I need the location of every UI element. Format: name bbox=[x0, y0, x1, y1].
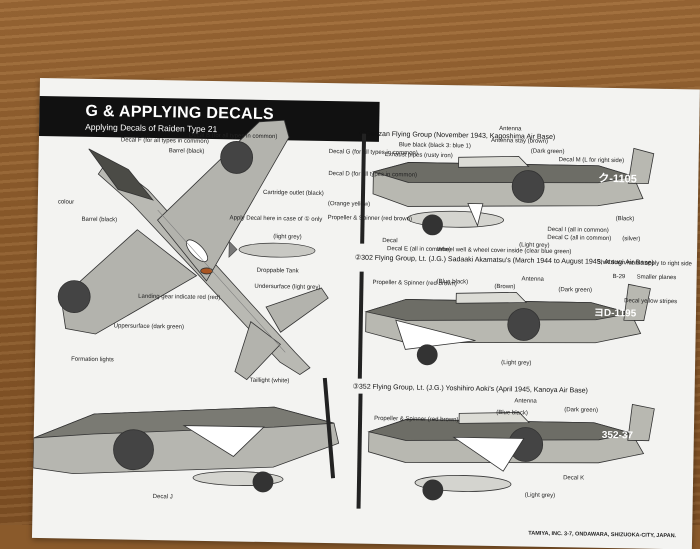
label-formation-lights: Formation lights bbox=[71, 357, 114, 364]
s1-antenna: Antenna bbox=[499, 126, 522, 132]
s1-decal-d: Decal D (for all types in common) bbox=[328, 171, 417, 179]
decal-diagram: Decal B (for all types in common) Decal … bbox=[32, 119, 693, 509]
s2-propeller: Propeller & Spinner (red brown) bbox=[372, 280, 456, 287]
profile-3-plane bbox=[356, 393, 655, 509]
s3-dark-green: (Dark green) bbox=[564, 407, 598, 414]
s1-black: (Black) bbox=[616, 216, 635, 222]
label-landing-gear: Landing gear indicate red (red) bbox=[138, 294, 220, 301]
s1-decal: Decal bbox=[382, 238, 397, 244]
s1-decal-e: Decal E (all in common) bbox=[387, 246, 451, 253]
label-light-grey: (light grey) bbox=[273, 234, 301, 240]
tail-code-1: ク-1105 bbox=[598, 172, 637, 186]
label-decal-b: Decal B (for all types in common) bbox=[189, 133, 277, 141]
s2-shot-down: Shot down marks apply to right side bbox=[597, 260, 693, 268]
s3-propeller: Propeller & Spinner (red brown) bbox=[374, 416, 458, 423]
section-3-title: ③352 Flying Group, Lt. (J.G.) Yoshihiro … bbox=[353, 383, 588, 395]
label-undersurface: Undersurface (light grey) bbox=[254, 284, 320, 291]
s3-light-grey: (Light grey) bbox=[525, 493, 555, 500]
s1-wheel-well: Wheel well & wheel cover inside (clear b… bbox=[437, 247, 571, 255]
s1-dark-green: (Dark green) bbox=[531, 149, 565, 156]
droppable-tank bbox=[228, 240, 316, 258]
label-cartridge: Cartridge outlet (black) bbox=[263, 190, 324, 197]
s2-brown: (Brown) bbox=[494, 284, 515, 290]
section-1-title: ①Genzan Flying Group (November 1943, Kag… bbox=[359, 130, 555, 141]
s3-antenna: Antenna bbox=[514, 398, 537, 404]
instruction-sheet: G & APPLYING DECALS Applying Decals of R… bbox=[31, 78, 700, 549]
s1-decal-g: Decal G (for all types in common) bbox=[329, 149, 418, 157]
s2-antenna: Antenna bbox=[522, 276, 545, 282]
side-view-plane-bottom-left bbox=[32, 377, 340, 493]
s2-yellow-stripes: Decal yellow stripes bbox=[624, 298, 677, 305]
hinomaru-lower-wing bbox=[57, 280, 91, 314]
s1-silver: (silver) bbox=[622, 236, 640, 242]
s1-decal-m: Decal M (L for right side) bbox=[559, 157, 625, 164]
s1-blue-black: Blue black (black 3: blue 1) bbox=[399, 142, 471, 149]
label-colour: colour bbox=[58, 199, 74, 205]
s2-smaller-planes: Smaller planes bbox=[637, 274, 677, 281]
s2-light-grey: (Light grey) bbox=[501, 360, 531, 367]
profile-1-plane bbox=[360, 133, 655, 244]
s1-decal-i: Decal I (all in common) bbox=[547, 227, 608, 234]
s3-blue-black: (Blue black) bbox=[496, 410, 528, 417]
s1-decal-c: Decal C (all in common) bbox=[547, 235, 611, 242]
top-view-plane bbox=[57, 119, 329, 381]
s1-orange-yellow: (Orange yellow) bbox=[328, 201, 370, 208]
tail-code-2: ヨD-1195 bbox=[594, 307, 637, 320]
s2-b29: B-29 bbox=[613, 274, 626, 280]
s2-blue-black: (Blue black) bbox=[436, 279, 468, 286]
label-apply-here: Apply Decal here in case of ① only bbox=[230, 214, 323, 223]
s1-exhaust: Exhaust pipes (rusty iron) bbox=[385, 152, 453, 159]
label-taillight: Taillight (white) bbox=[250, 378, 290, 385]
profile-2-plane bbox=[357, 271, 651, 379]
s1-propeller: Propeller & Spinner (red brown) bbox=[328, 215, 412, 222]
label-uppersurface: Uppersurface (dark green) bbox=[114, 323, 184, 330]
label-barrel-left: Barrel (black) bbox=[81, 217, 117, 224]
tail-code-3: 352-37 bbox=[602, 430, 634, 442]
label-decal-f: Decal F (for all types in common) bbox=[121, 137, 209, 145]
s3-decal-k: Decal K bbox=[563, 475, 584, 481]
label-barrel-top: Barrel (black) bbox=[169, 148, 205, 155]
s1-light-grey: (Light grey) bbox=[519, 242, 549, 249]
label-decal-j: Decal J bbox=[153, 494, 173, 500]
s1-antenna-stay: Antenna stay (brown) bbox=[491, 138, 548, 145]
hinomaru-upper-wing bbox=[220, 141, 254, 174]
s2-dark-green: (Dark green) bbox=[558, 287, 592, 294]
label-droppable-tank: Droppable Tank bbox=[257, 268, 300, 275]
